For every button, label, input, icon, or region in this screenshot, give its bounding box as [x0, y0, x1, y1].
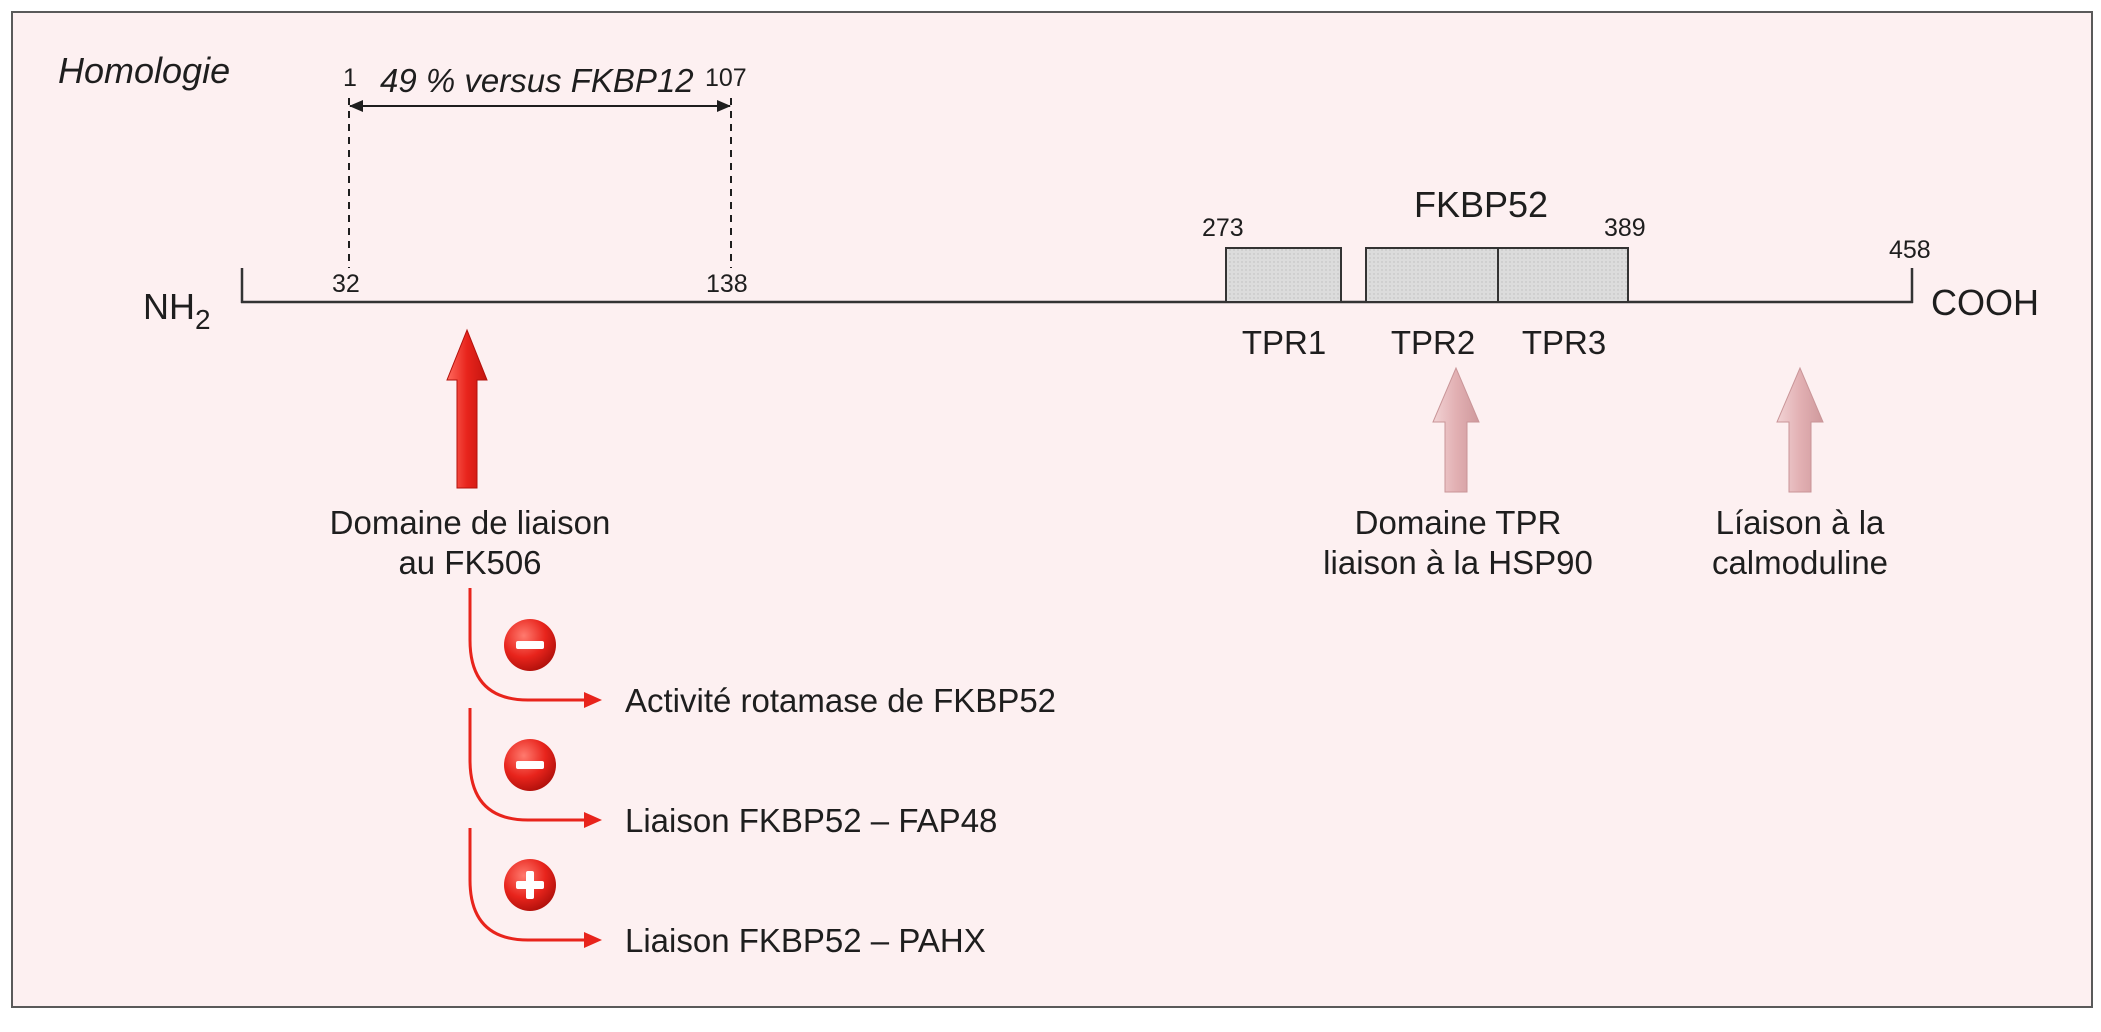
position-389: 389 [1604, 214, 1646, 242]
position-273: 273 [1202, 214, 1244, 242]
minus-sign-bar [516, 641, 544, 649]
calmodulin-binding-arrow [1776, 366, 1824, 493]
effect-connector-pahx [468, 828, 586, 942]
position-138: 138 [706, 270, 748, 298]
fk506-annotation-line1: Domaine de liaison [330, 504, 611, 541]
tpr2-label: TPR2 [1391, 324, 1475, 361]
tpr-annotation-line1: Domaine TPR [1355, 504, 1562, 541]
c-terminus-label: COOH [1931, 282, 2039, 323]
tpr1-label: TPR1 [1242, 324, 1326, 361]
effect-connector-fap48 [468, 708, 586, 822]
n-terminus-label: NH2 [143, 286, 211, 335]
effect-arrowhead-pahx [584, 932, 602, 948]
protein-name: FKBP52 [1414, 184, 1548, 225]
plus-sign-vbar [526, 871, 534, 899]
homology-start: 1 [343, 64, 357, 92]
tpr1-box [1225, 247, 1342, 303]
fk506-annotation-line2: au FK506 [398, 544, 541, 581]
homology-label: Homologie [58, 50, 230, 91]
effect-rotamase-label: Activité rotamase de FKBP52 [625, 682, 1056, 719]
minus-sign-bar [516, 761, 544, 769]
tpr2-box [1365, 247, 1499, 303]
effect-pahx-label: Liaison FKBP52 – PAHX [625, 922, 986, 959]
tpr-binding-arrow [1432, 366, 1480, 493]
calmodulin-annotation-line2: calmoduline [1712, 544, 1888, 581]
fk506-binding-arrow [446, 328, 488, 489]
homology-text: 49 % versus FKBP12 [380, 62, 694, 99]
position-32: 32 [332, 270, 360, 298]
effect-fap48-label: Liaison FKBP52 – FAP48 [625, 802, 997, 839]
calmodulin-annotation-line1: Líaison à la [1716, 504, 1885, 541]
tpr3-label: TPR3 [1522, 324, 1606, 361]
tpr3-box [1497, 247, 1629, 303]
position-458: 458 [1889, 236, 1931, 264]
effect-connector-rotamase [468, 588, 586, 702]
effect-arrowhead-rotamase [584, 692, 602, 708]
tpr-annotation-line2: liaison à la HSP90 [1323, 544, 1593, 581]
homology-end: 107 [705, 64, 747, 92]
effect-arrowhead-fap48 [584, 812, 602, 828]
panel-background [11, 11, 2093, 1008]
